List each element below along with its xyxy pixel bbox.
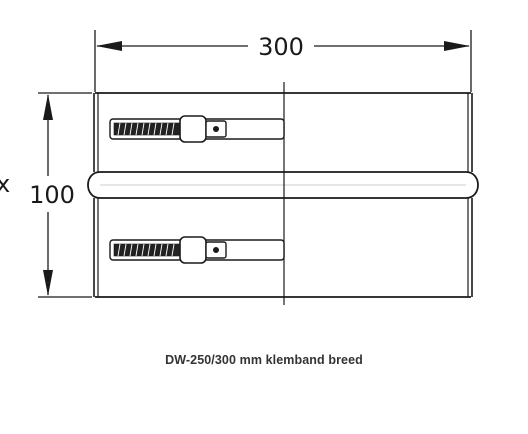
height-label: 100 <box>29 181 75 209</box>
center-bead <box>87 171 479 199</box>
lower-bolt-head-dot <box>213 247 219 253</box>
lower-thread-ridges <box>117 243 175 257</box>
upper-bolt-nut <box>179 115 207 143</box>
width-arrow-left <box>96 41 122 51</box>
drawing-caption: DW-250/300 mm klemband breed <box>165 353 363 367</box>
width-arrow-right <box>444 41 470 51</box>
width-dimension <box>94 30 472 92</box>
side-mark: x <box>0 170 10 198</box>
upper-bolt-assembly <box>109 115 285 143</box>
lower-bolt-nut <box>179 236 207 264</box>
lower-bolt-assembly <box>109 236 285 264</box>
upper-thread-ridges <box>117 122 175 136</box>
height-arrow-top <box>43 94 53 120</box>
clamp-band-body <box>87 82 479 305</box>
upper-bolt-head-dot <box>213 126 219 132</box>
height-dimension <box>38 92 92 298</box>
height-arrow-bottom <box>43 270 53 296</box>
width-label: 300 <box>258 33 304 61</box>
